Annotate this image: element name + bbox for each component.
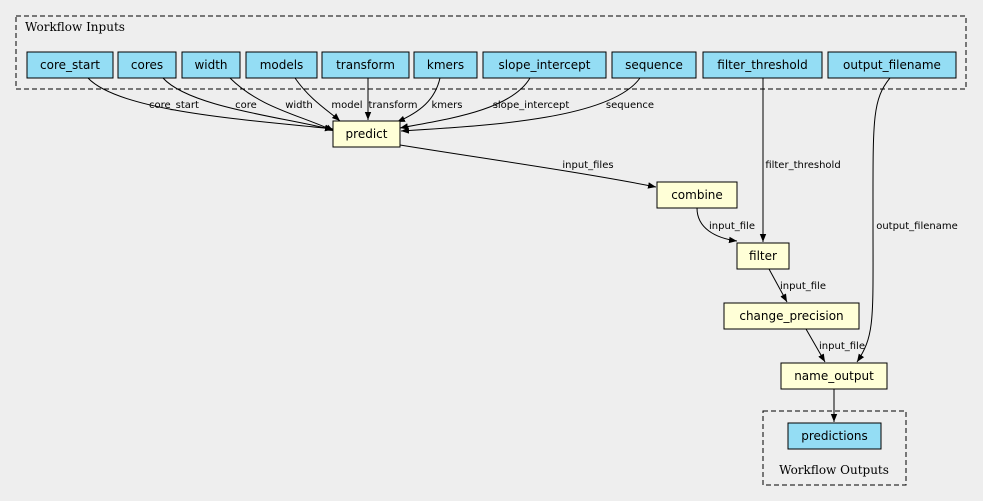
edge-width: width [229,77,335,132]
svg-text:models: models [260,58,304,72]
edge-label-change-name: input_file [819,341,865,352]
edge-change-precision-name-output: input_file [805,328,865,363]
edge-label-transform: transform [368,100,417,111]
workflow-outputs-cluster: Workflow Outputs [762,410,907,486]
node-slope-intercept[interactable]: slope_intercept [482,51,607,79]
svg-text:core_start: core_start [40,58,100,72]
node-models[interactable]: models [245,51,318,79]
edge-label-predict-combine: input_files [562,160,613,171]
edge-output-filename: output_filename [856,77,958,363]
edge-slope-intercept: slope_intercept [399,77,570,130]
edge-label-kmers: kmers [431,100,462,111]
edge-label-core-start: core_start [149,100,199,111]
svg-text:transform: transform [336,58,395,72]
node-name-output[interactable]: name_output [780,362,888,390]
svg-text:predictions: predictions [801,429,867,443]
edge-transform: transform [364,78,418,120]
svg-text:slope_intercept: slope_intercept [499,58,591,72]
edge-sequence: sequence [400,77,654,134]
edge-filter-change-precision: input_file [768,268,826,303]
edge-kmers: kmers [396,77,463,123]
node-kmers[interactable]: kmers [413,51,478,79]
edge-label-output-filename: output_filename [876,221,958,232]
node-predict[interactable]: predict [332,120,401,148]
edge-label-sequence: sequence [606,100,654,111]
edge-label-filter-change: input_file [780,281,826,292]
workflow-outputs-label: Workflow Outputs [779,463,889,477]
edge-predict-combine: input_files [399,144,657,189]
edge-combine-filter: input_file [696,207,755,244]
node-predictions[interactable]: predictions [787,422,882,450]
svg-text:sequence: sequence [625,58,683,72]
svg-text:output_filename: output_filename [843,58,941,72]
node-core-start[interactable]: core_start [26,51,114,79]
edge-models: model [294,77,363,122]
svg-text:predict: predict [346,127,388,141]
edge-core-start: core_start [87,77,334,132]
node-sequence[interactable]: sequence [611,51,697,79]
workflow-inputs-cluster: Workflow Inputs [15,15,967,90]
svg-text:width: width [194,58,227,72]
svg-text:filter: filter [749,249,777,263]
node-width[interactable]: width [181,51,241,79]
svg-text:kmers: kmers [427,58,464,72]
node-combine[interactable]: combine [656,181,738,209]
workflow-inputs-label: Workflow Inputs [25,20,125,34]
node-cores[interactable]: cores [117,51,177,79]
svg-text:name_output: name_output [794,369,874,383]
node-filter-threshold[interactable]: filter_threshold [702,51,823,79]
edge-label-filter-threshold: filter_threshold [765,160,840,171]
node-change-precision[interactable]: change_precision [723,302,860,330]
node-output-filename[interactable]: output_filename [827,51,957,79]
edge-filter-threshold: filter_threshold [759,78,841,242]
edge-cores: core [162,77,334,131]
svg-text:filter_threshold: filter_threshold [717,58,807,72]
node-transform[interactable]: transform [321,51,410,79]
svg-text:change_precision: change_precision [739,309,843,323]
node-filter[interactable]: filter [736,242,790,270]
svg-text:combine: combine [671,188,723,202]
edge-label-width: width [285,100,313,111]
edge-label-combine-filter: input_file [709,221,755,232]
edge-label-slope-intercept: slope_intercept [493,100,570,111]
edge-label-models: model [331,100,362,111]
edge-label-cores: core [235,100,257,111]
svg-text:cores: cores [131,58,163,72]
